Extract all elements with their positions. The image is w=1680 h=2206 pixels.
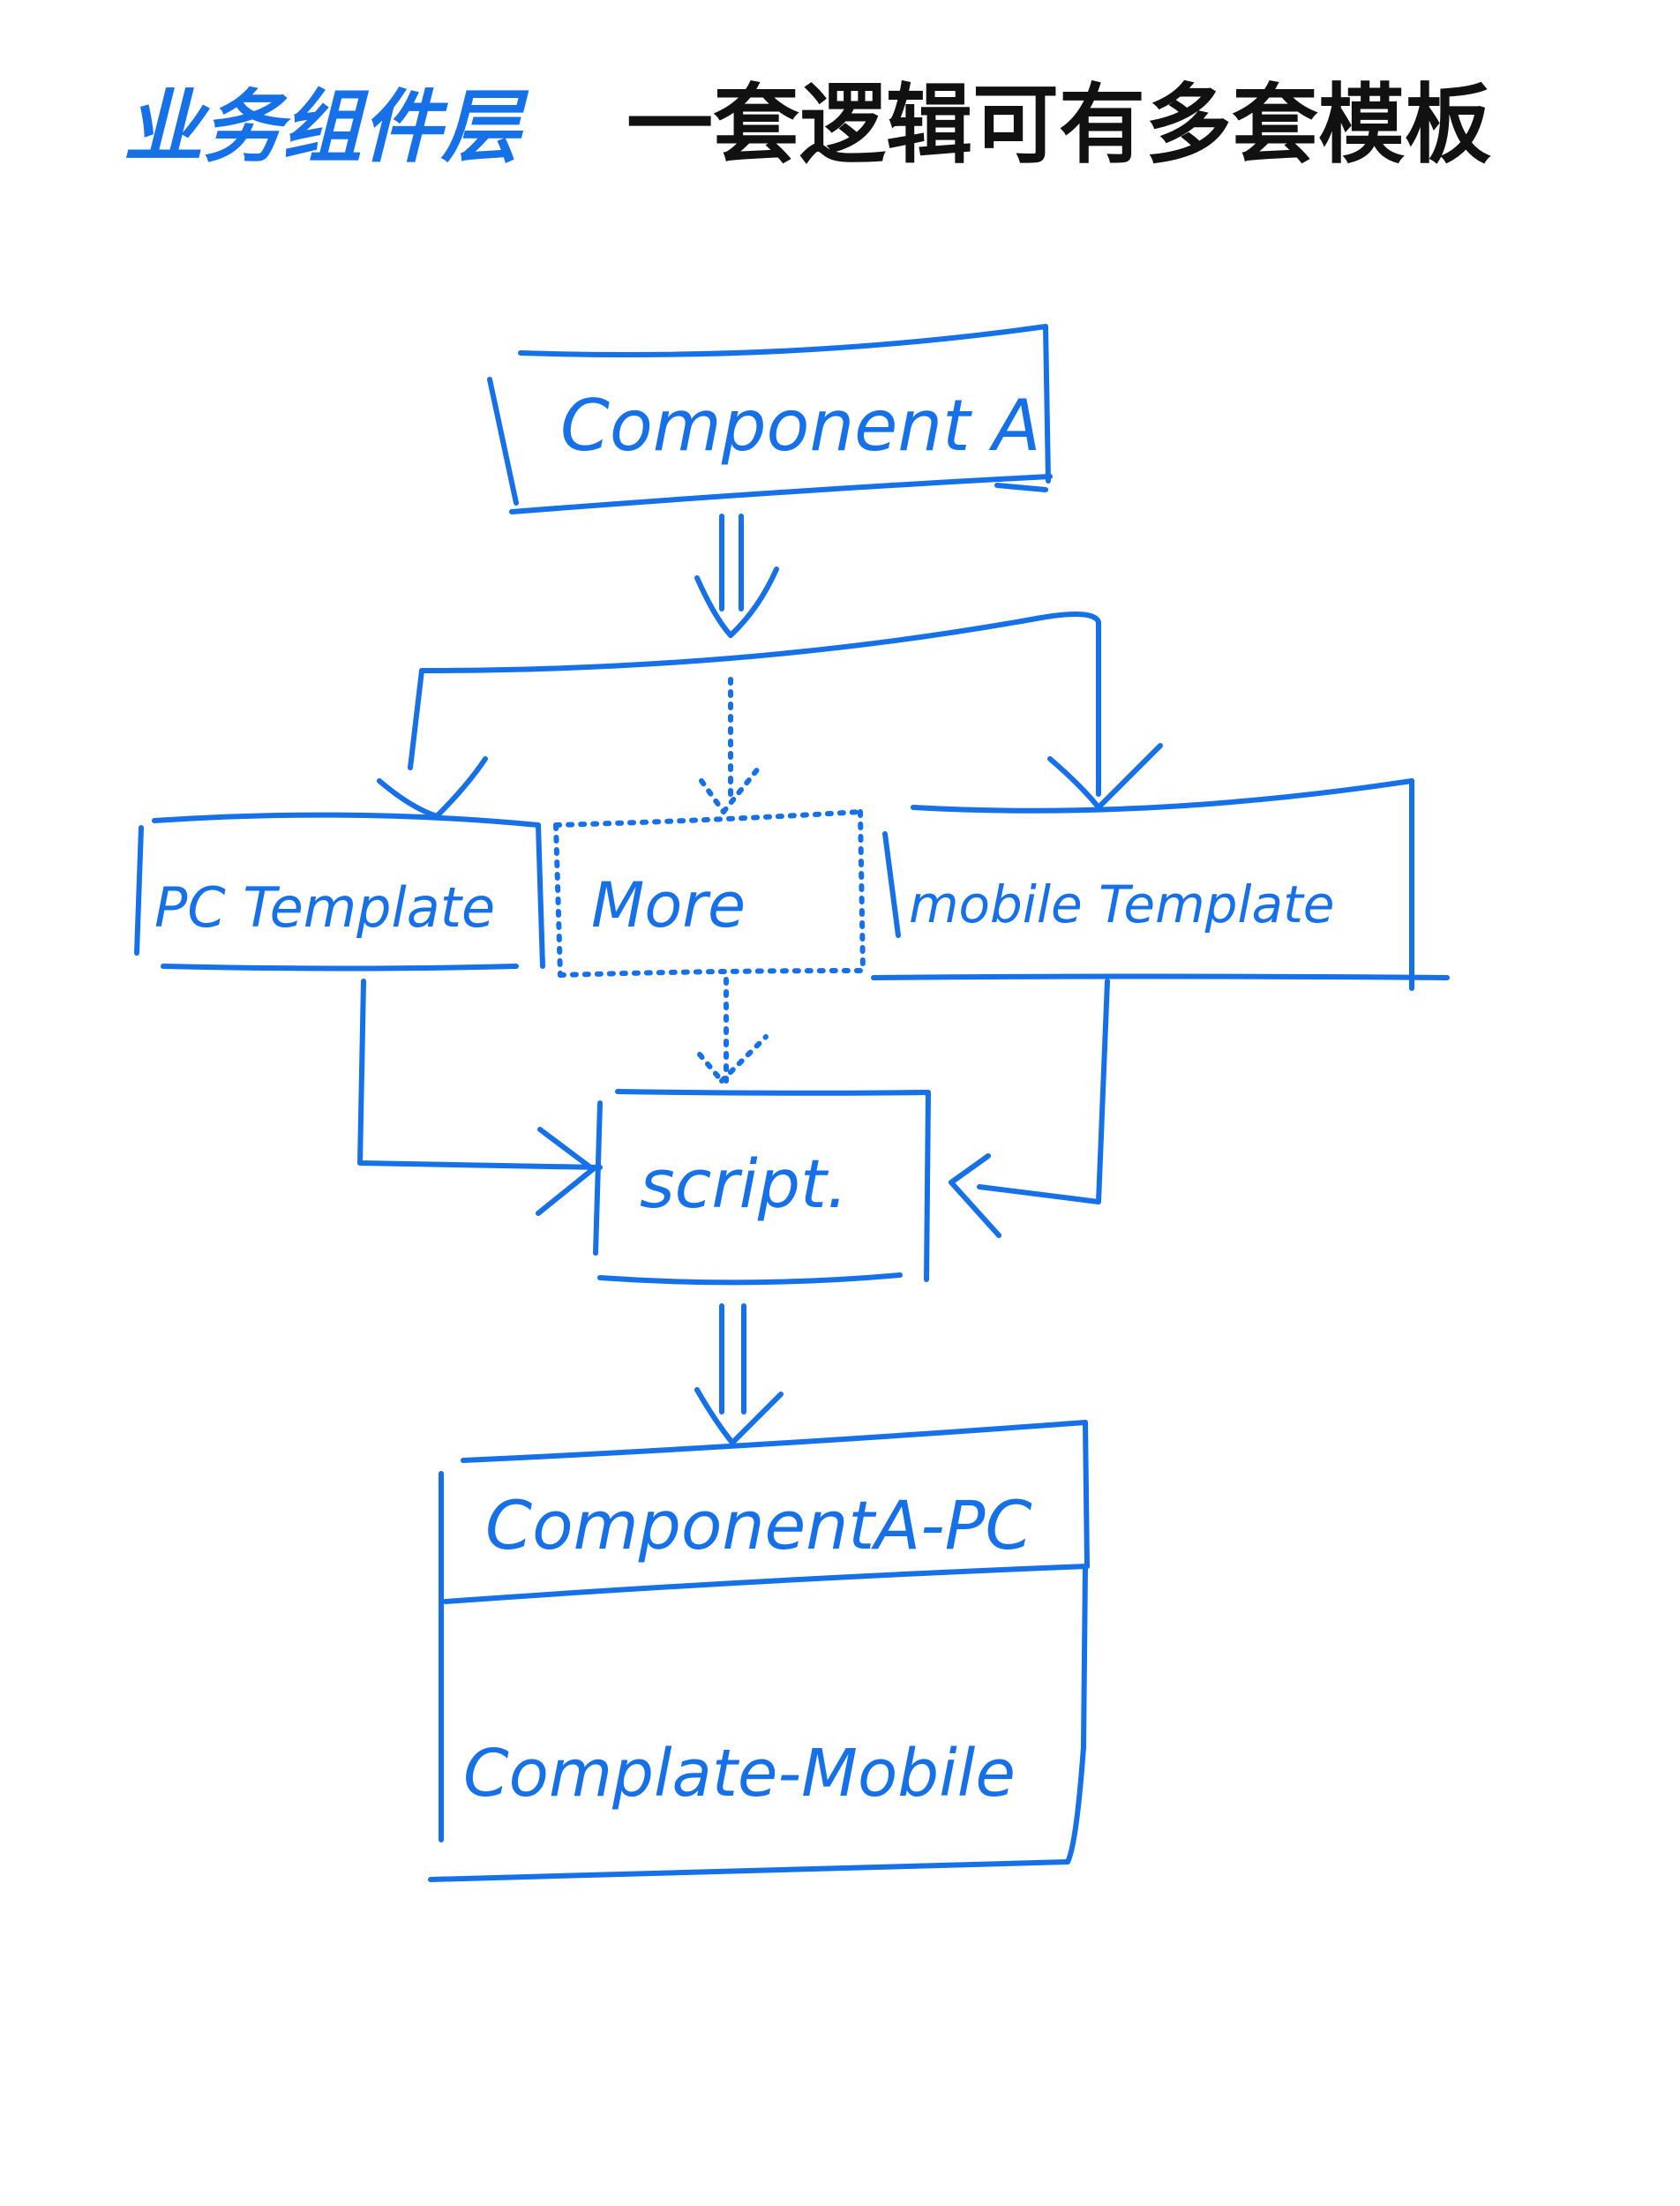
script-label: script. xyxy=(640,1144,848,1223)
output-mobile-label: Complate-Mobile xyxy=(463,1736,1016,1812)
mobile-template-box xyxy=(871,778,1450,991)
component-a-box xyxy=(487,324,1053,514)
arrow-to-pc-template xyxy=(377,756,488,819)
pc-template-box xyxy=(134,812,545,972)
title-layer-label: 业务组件层 xyxy=(124,81,529,174)
script-box xyxy=(593,1089,931,1286)
double-arrow-top xyxy=(694,514,779,638)
component-a-label: Component A xyxy=(560,385,1041,467)
output-box xyxy=(428,1420,1090,1882)
connector-pc-to-script xyxy=(357,979,603,1216)
double-arrow-bottom xyxy=(694,1303,784,1445)
connector-mobile-to-script xyxy=(949,979,1110,1238)
output-pc-label: ComponentA-PC xyxy=(485,1486,1032,1564)
more-label: More xyxy=(591,869,746,942)
title-description: 一套逻辑可有多套模板 xyxy=(626,75,1491,176)
arrow-to-mobile-template xyxy=(1047,743,1163,810)
dotted-arrow-to-more xyxy=(699,677,761,814)
branch-connector xyxy=(408,612,1101,797)
dotted-arrow-more-to-script xyxy=(697,977,769,1084)
more-box xyxy=(553,809,866,978)
mobile-template-label: mobile Template xyxy=(909,874,1335,934)
pc-template-label: PC Template xyxy=(154,875,495,940)
